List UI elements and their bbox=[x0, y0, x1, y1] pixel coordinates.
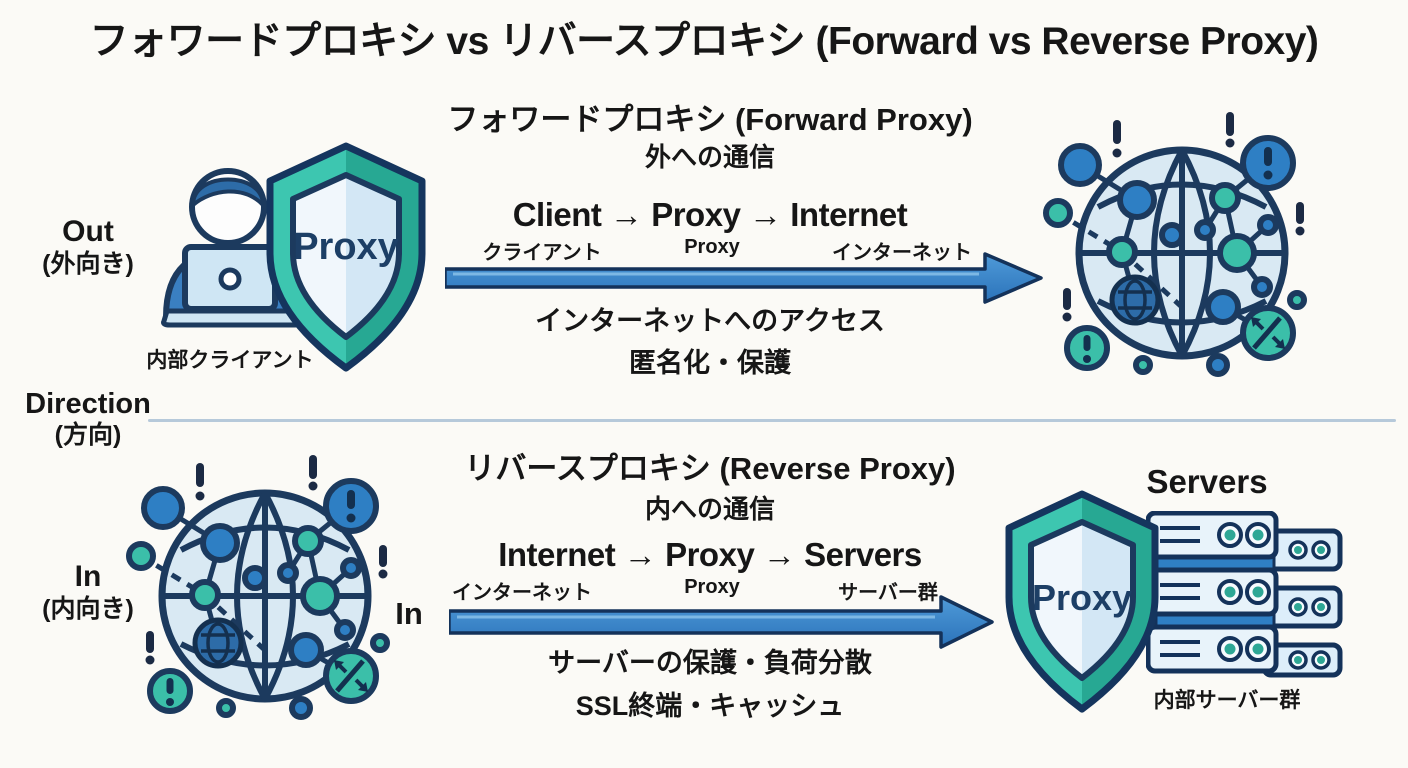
forward-flow-label-internet: インターネット bbox=[832, 242, 972, 264]
reverse-arrow bbox=[449, 595, 994, 649]
in-label-ja: (内向き) bbox=[42, 594, 134, 623]
mini-globe-icon bbox=[1109, 274, 1161, 326]
forward-flow-label-client: クライアント bbox=[482, 242, 602, 264]
warning-badge-icons bbox=[147, 478, 379, 714]
warning-badge-icons bbox=[1064, 135, 1296, 371]
reverse-proxy-heading: リバースプロキシ (Reverse Proxy) bbox=[464, 451, 956, 486]
direction-label-ja: (方向) bbox=[54, 421, 122, 450]
person-client-icon bbox=[161, 168, 305, 328]
reverse-flow-label-proxy: Proxy bbox=[684, 576, 740, 598]
reverse-shield-label: Proxy bbox=[1032, 577, 1132, 618]
servers-title: Servers bbox=[1146, 463, 1268, 500]
section-divider bbox=[148, 419, 1396, 422]
direction-label-en: Direction bbox=[25, 388, 151, 420]
forward-benefit-2: 匿名化・保護 bbox=[629, 348, 791, 378]
internet-globe-icon-reverse bbox=[126, 455, 390, 720]
exclamation-marks bbox=[1062, 112, 1305, 322]
client-caption: 内部クライアント bbox=[146, 349, 314, 372]
forward-direction-note: 外への通信 bbox=[644, 142, 775, 172]
exclamation-marks bbox=[145, 455, 388, 665]
direction-label-out: Out (外向き) bbox=[0, 215, 198, 278]
reverse-benefit-1: サーバーの保護・負荷分散 bbox=[548, 648, 872, 678]
reverse-direction-note: 内への通信 bbox=[644, 494, 775, 524]
forward-flow-label-proxy: Proxy bbox=[684, 236, 740, 258]
reverse-flow-text: Internet → Proxy → Servers bbox=[498, 536, 922, 573]
direction-label-in: In (内向き) bbox=[0, 560, 198, 623]
internet-globe-icon bbox=[1043, 112, 1307, 377]
forward-proxy-shield-icon: Proxy bbox=[266, 142, 426, 372]
reverse-flow-label-internet: インターネット bbox=[452, 582, 592, 604]
out-label-en: Out bbox=[62, 215, 114, 248]
reverse-benefit-2: SSL終端・キャッシュ bbox=[575, 691, 845, 721]
blocked-traffic-icon bbox=[323, 648, 379, 704]
servers-caption: 内部サーバー群 bbox=[1153, 689, 1301, 712]
mini-globe-icon bbox=[192, 617, 244, 669]
forward-flow-text: Client → Proxy → Internet bbox=[512, 196, 908, 233]
reverse-arrow-in-label: In bbox=[395, 596, 423, 631]
reverse-proxy-shield-icon: Proxy bbox=[1005, 490, 1159, 713]
forward-proxy-heading: フォワードプロキシ (Forward Proxy) bbox=[447, 102, 973, 137]
forward-shield-label: Proxy bbox=[293, 226, 399, 268]
reverse-flow-label-servers: サーバー群 bbox=[838, 582, 938, 604]
blocked-traffic-icon bbox=[1240, 305, 1296, 361]
server-stack-icon bbox=[1146, 511, 1343, 678]
page-title: フォワードプロキシ vs リバースプロキシ (Forward vs Revers… bbox=[89, 20, 1319, 63]
forward-benefit-1: インターネットへのアクセス bbox=[535, 306, 885, 336]
direction-label-direction: Direction (方向) bbox=[0, 388, 198, 450]
out-label-ja: (外向き) bbox=[42, 249, 134, 278]
forward-arrow bbox=[445, 252, 1043, 304]
in-label-en: In bbox=[74, 560, 102, 593]
